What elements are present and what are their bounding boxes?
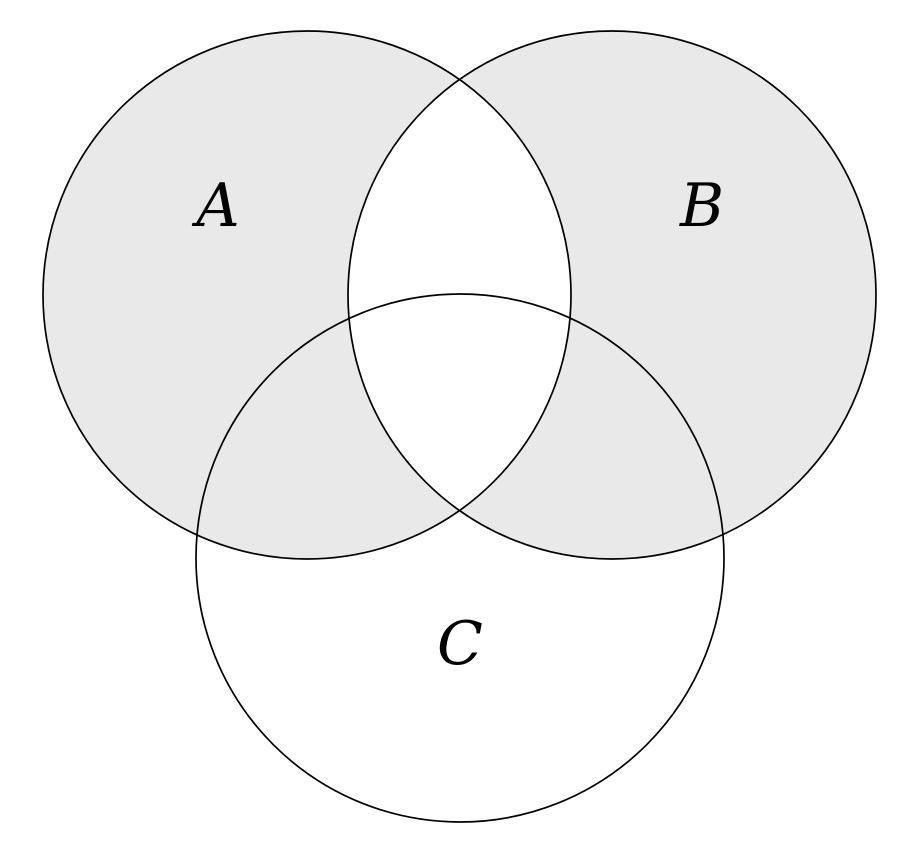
label-set-c: C xyxy=(437,609,483,679)
circle-a-outline xyxy=(42,30,572,560)
label-set-a: A xyxy=(191,171,239,241)
label-set-b: B xyxy=(679,171,724,241)
circle-b-outline xyxy=(347,30,877,560)
circle-c-outline xyxy=(195,293,725,823)
ab-intersection-lens xyxy=(347,79,572,511)
